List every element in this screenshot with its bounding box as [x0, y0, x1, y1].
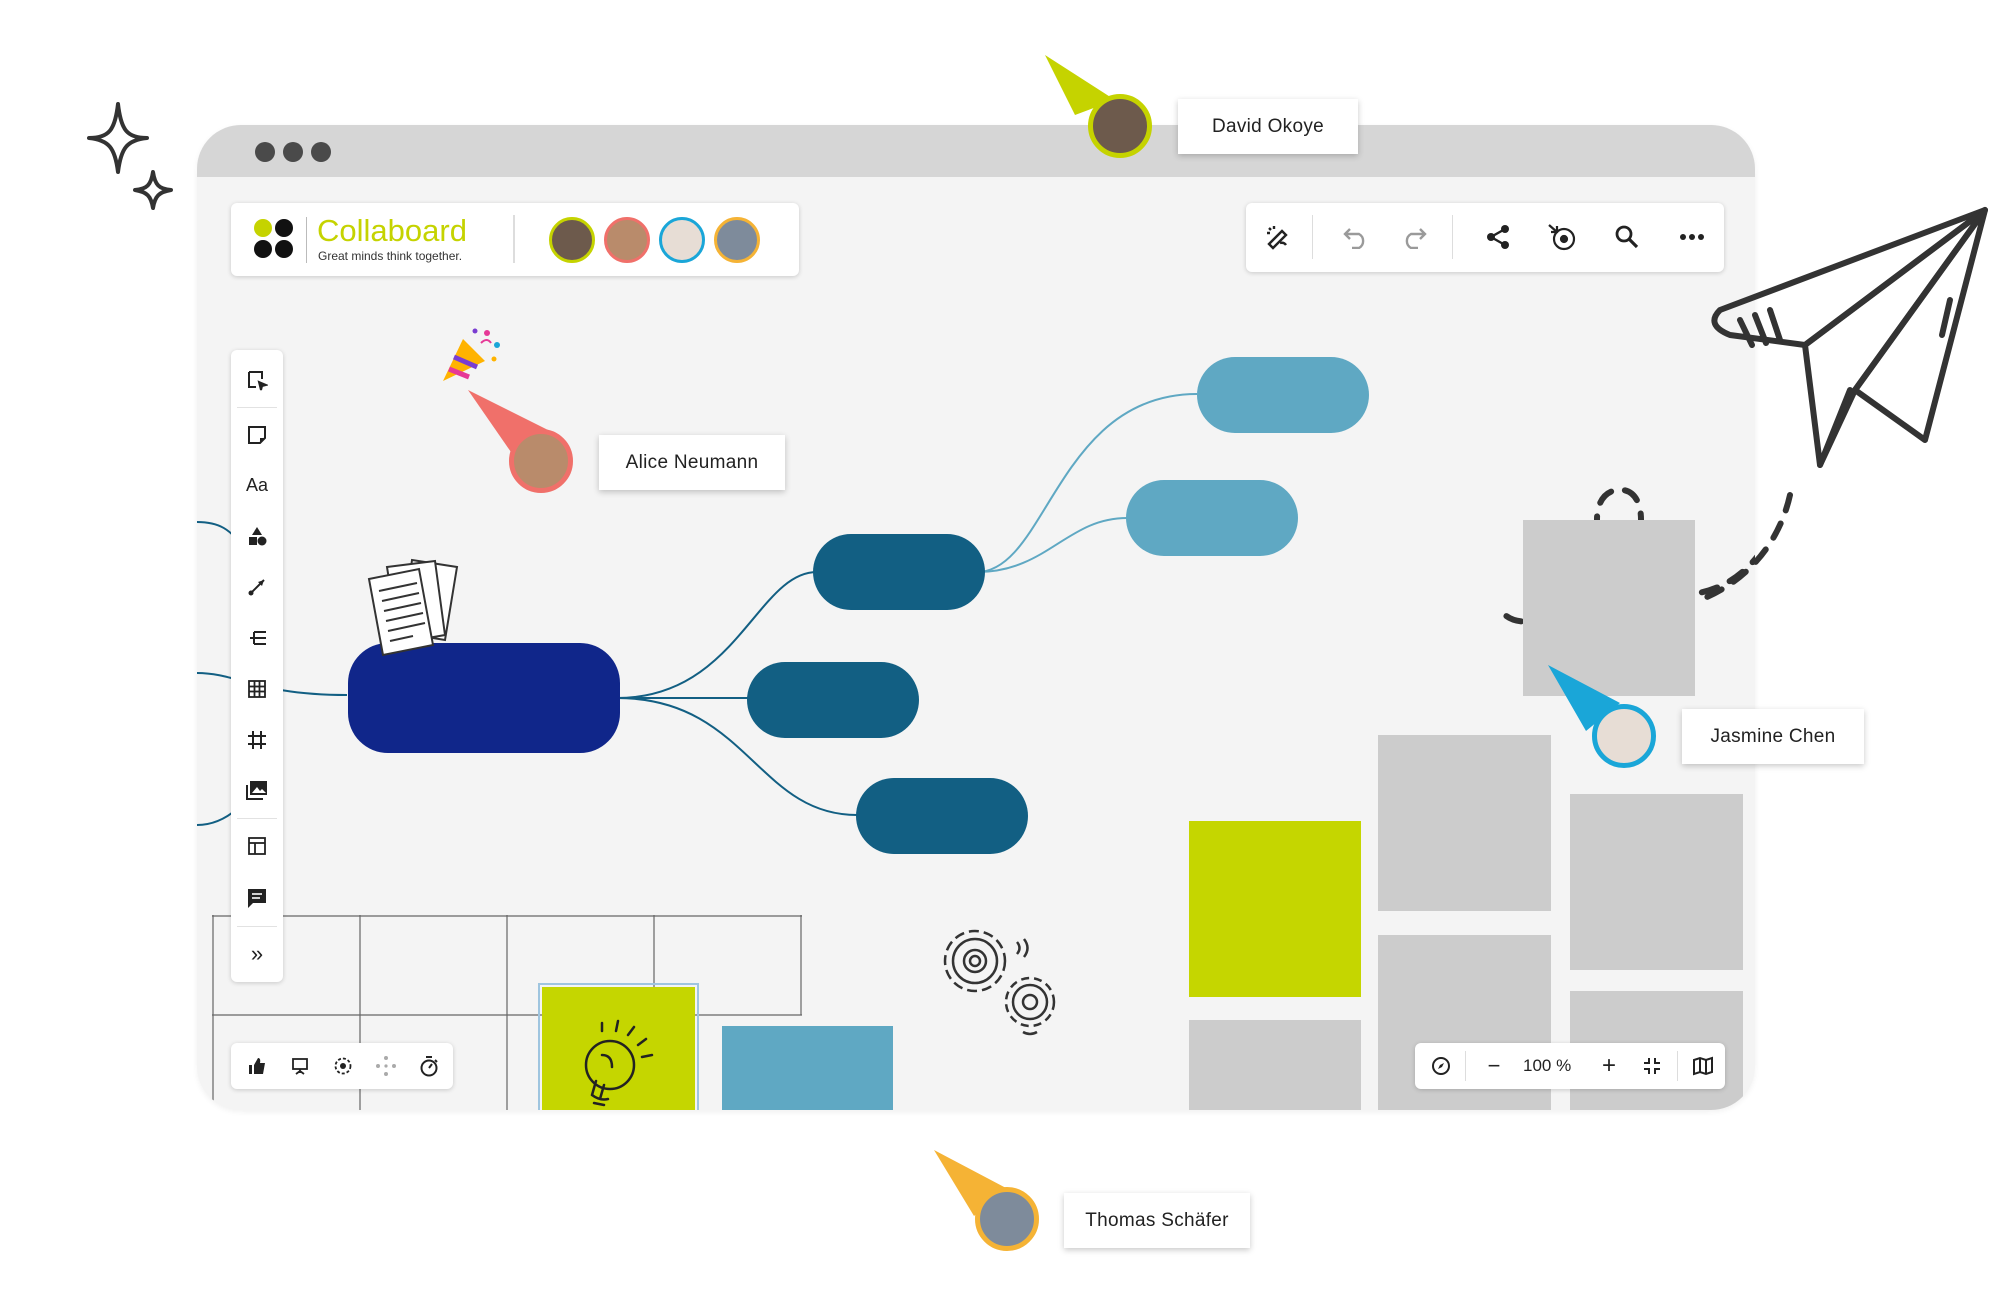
party-popper-icon [443, 328, 500, 381]
zoom-out-button[interactable]: − [1487, 1053, 1501, 1078]
media-icon[interactable] [231, 768, 283, 812]
dashed-path-doodle [1697, 492, 1793, 603]
history-icon[interactable] [1536, 211, 1588, 263]
magic-pen-icon[interactable] [1252, 211, 1304, 263]
sticky-note-blue[interactable] [722, 1026, 893, 1110]
zoom-in-button[interactable]: + [1601, 1052, 1616, 1079]
sticky-note-lime-selected[interactable] [538, 983, 699, 1110]
timer-icon[interactable] [403, 1040, 455, 1092]
search-icon[interactable] [1601, 211, 1653, 263]
window-titlebar [197, 125, 1755, 177]
top-toolbar [1246, 203, 1724, 272]
mindmap-icon[interactable] [231, 616, 283, 660]
focus-icon[interactable] [317, 1040, 369, 1092]
app-header: Collaboard Great minds think together. [231, 203, 799, 276]
cursor-avatar-jasmine [1592, 704, 1656, 768]
sticky-note-gray[interactable] [1570, 794, 1743, 970]
mindmap-node[interactable] [856, 778, 1028, 854]
cursor-avatar-alice [509, 429, 573, 493]
templates-icon[interactable] [231, 824, 283, 868]
mindmap-node[interactable] [813, 534, 985, 610]
toolbar-divider [237, 407, 277, 408]
documents-doodle-icon [367, 558, 459, 657]
shapes-icon[interactable] [231, 514, 283, 558]
avatar-alice[interactable] [604, 217, 650, 263]
window-dot-icon[interactable] [255, 142, 275, 162]
mindmap-node[interactable] [1197, 357, 1369, 433]
zoom-divider [1677, 1051, 1678, 1081]
left-toolbar: Aa » [231, 350, 283, 982]
window-dot-icon[interactable] [283, 142, 303, 162]
sticky-note-gray[interactable] [1189, 1020, 1361, 1110]
cursor-label-david: David Okoye [1178, 99, 1358, 154]
paper-plane-doodle [1711, 207, 1988, 468]
header-divider [513, 215, 515, 263]
connector-icon[interactable] [231, 565, 283, 609]
table-icon[interactable] [231, 667, 283, 711]
logo-divider [306, 217, 307, 263]
cursor-label-thomas: Thomas Schäfer [1064, 1193, 1250, 1248]
redo-icon[interactable] [1388, 211, 1440, 263]
cursor-avatar-david [1088, 94, 1152, 158]
mindmap-root-node[interactable] [348, 643, 620, 753]
avatar-david[interactable] [549, 217, 595, 263]
app-name: Collaboard [317, 213, 467, 248]
toolbar-divider [1312, 215, 1313, 259]
minimap-icon[interactable] [1677, 1040, 1729, 1092]
frame-icon[interactable] [231, 718, 283, 762]
table-grid[interactable] [212, 915, 812, 1110]
text-icon[interactable]: Aa [245, 474, 269, 495]
select-area-icon[interactable] [231, 358, 283, 402]
share-icon[interactable] [1472, 211, 1524, 263]
cursor-avatar-thomas [975, 1187, 1039, 1251]
drag-icon[interactable] [360, 1040, 412, 1092]
lightbulb-idea-icon [584, 1019, 654, 1107]
avatar-jasmine[interactable] [659, 217, 705, 263]
cursor-pointer-david [1045, 55, 1115, 115]
avatar-thomas[interactable] [714, 217, 760, 263]
sticky-note-gray[interactable] [1523, 520, 1695, 696]
bottom-toolbar [231, 1043, 453, 1089]
sparkles-doodle [87, 102, 173, 210]
undo-icon[interactable] [1330, 211, 1382, 263]
sticky-note-lime[interactable] [1189, 821, 1361, 997]
presentation-icon[interactable] [274, 1040, 326, 1092]
cursor-label-jasmine: Jasmine Chen [1682, 709, 1864, 764]
app-tagline: Great minds think together. [318, 249, 463, 263]
toolbar-divider [237, 926, 277, 927]
more-icon[interactable] [1666, 211, 1718, 263]
mindmap-node[interactable] [1126, 480, 1298, 556]
app-window: Collaboard Great minds think together. [197, 125, 1755, 1110]
zoom-divider [1465, 1051, 1466, 1081]
mindmap-node[interactable] [747, 662, 919, 738]
zoom-level: 100 % [1523, 1056, 1572, 1075]
sticky-note-gray[interactable] [1378, 735, 1551, 911]
expand-icon[interactable]: » [250, 941, 264, 966]
window-dot-icon[interactable] [311, 142, 331, 162]
gears-doodle-icon [943, 929, 1056, 1036]
compass-icon[interactable] [1415, 1040, 1467, 1092]
comments-icon[interactable] [231, 876, 283, 920]
cursor-label-alice: Alice Neumann [599, 435, 785, 490]
fit-screen-icon[interactable] [1626, 1040, 1678, 1092]
toolbar-divider [237, 818, 277, 819]
sticky-note-icon[interactable] [231, 413, 283, 457]
zoom-bar: − 100 % + [1415, 1043, 1725, 1089]
collaboard-logo-icon[interactable] [253, 218, 295, 260]
toolbar-divider [1452, 215, 1453, 259]
thumbs-up-icon[interactable] [231, 1040, 283, 1092]
